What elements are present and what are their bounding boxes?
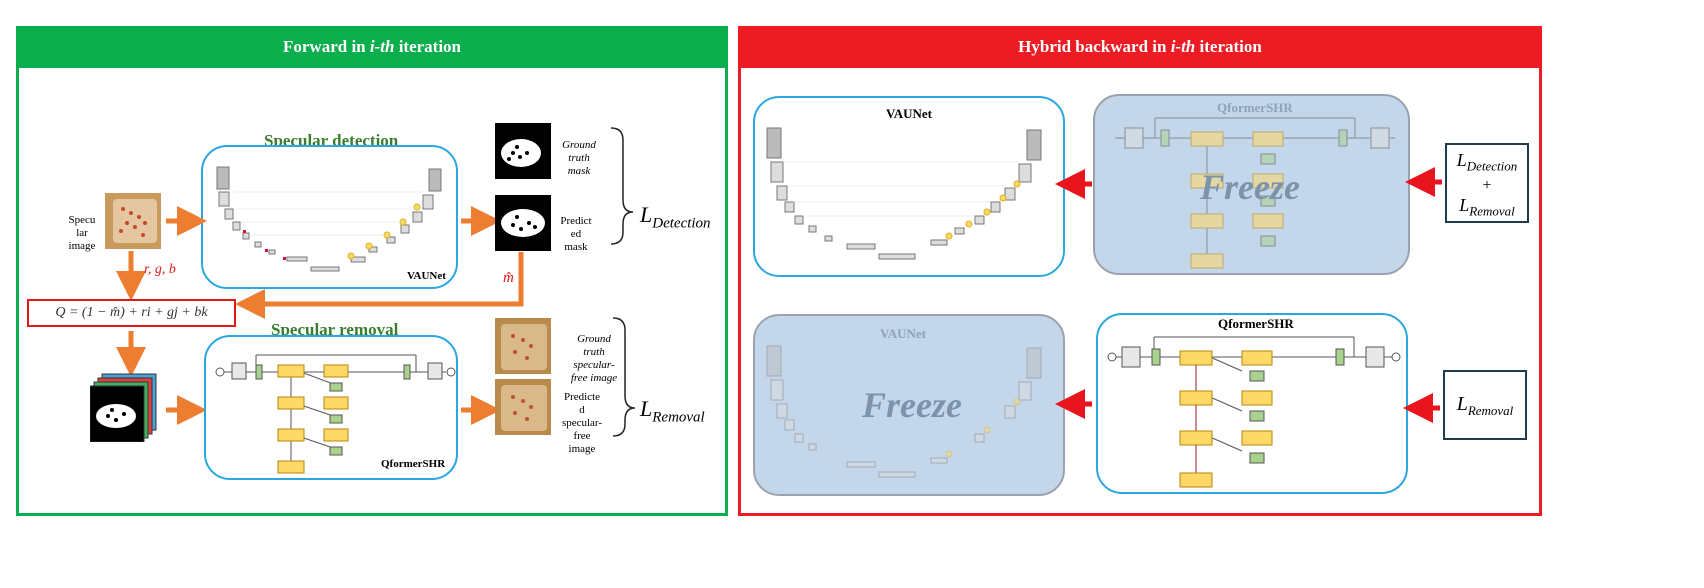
qformer-removal-box — [204, 335, 458, 480]
backward-qformer-active-box — [1096, 313, 1408, 494]
backward-vaunet-frozen-box — [753, 314, 1065, 496]
forward-header: Forward in i-th iteration — [16, 26, 728, 68]
vaunet-detection-box — [201, 145, 458, 289]
vaunet-frozen-diagram — [766, 345, 1042, 478]
vaunet-active-diagram — [766, 127, 1042, 260]
specular-input-image — [105, 193, 161, 249]
vaunet-network-diagram — [216, 166, 442, 272]
qformer-frozen-diagram — [1115, 117, 1395, 269]
loss-combined-box: LDetection + LRemoval — [1445, 143, 1529, 223]
backward-vaunet-active-box — [753, 96, 1065, 277]
quaternion-equation: Q = (1 − m̂) + ri + gj + bk — [27, 299, 236, 327]
freeze-label-top: Freeze — [1200, 167, 1300, 207]
backward-header: Hybrid backward in i-th iteration — [738, 26, 1542, 68]
ground-truth-mask-image — [495, 123, 551, 179]
qformer-active-diagram — [1107, 336, 1401, 488]
backward-qformer-label-top: QformerSHR — [1217, 100, 1293, 115]
rgb-label: r, g, b — [144, 262, 176, 277]
qformer-label-removal: QformerSHR — [381, 458, 446, 470]
m-hat-label: m̂ — [503, 270, 514, 286]
quaternion-stack-image — [90, 373, 157, 442]
vaunet-label-detection: VAUNet — [407, 270, 446, 282]
qformer-network-diagram — [215, 354, 456, 474]
backward-qformer-label-bottom: QformerSHR — [1218, 316, 1294, 331]
backward-vaunet-label-bottom: VAUNet — [880, 326, 926, 341]
forward-arrows — [116, 127, 636, 437]
backward-qformer-frozen-box — [1093, 94, 1410, 275]
loss-detection-label: LDetection — [640, 202, 711, 232]
predicted-free-image — [495, 379, 551, 435]
loss-removal-label-left: LRemoval — [640, 396, 705, 426]
loss-removal-box-right: LRemoval — [1443, 370, 1527, 440]
backward-arrows — [1055, 167, 1442, 423]
ground-truth-free-image — [495, 318, 551, 374]
backward-vaunet-label-top: VAUNet — [886, 106, 932, 121]
specular-removal-title: Specular removal — [271, 320, 399, 339]
freeze-label-bottom: Freeze — [862, 385, 962, 425]
predicted-mask-image — [495, 195, 551, 251]
